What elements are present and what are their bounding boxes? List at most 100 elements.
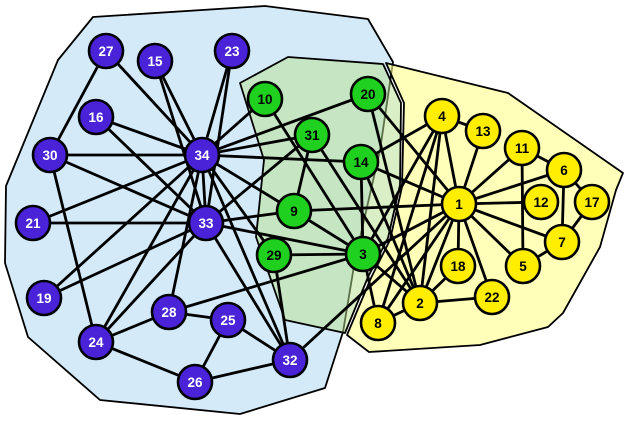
node-12[interactable]: 12 (522, 183, 560, 221)
edge-5-11 (520, 146, 525, 268)
edge-1-32 (288, 202, 461, 362)
node-4[interactable]: 4 (423, 97, 461, 135)
node-circle-31[interactable] (293, 116, 331, 154)
node-circle-15[interactable] (136, 42, 174, 80)
node-13[interactable]: 13 (464, 112, 502, 150)
node-11[interactable]: 11 (503, 129, 541, 167)
node-circle-14[interactable] (342, 143, 380, 181)
node-circle-20[interactable] (349, 75, 387, 113)
edge-1-8 (376, 202, 461, 325)
node-33[interactable]: 33 (187, 204, 225, 242)
node-22[interactable]: 22 (473, 278, 511, 316)
node-circle-18[interactable] (439, 247, 477, 285)
node-28[interactable]: 28 (150, 293, 188, 331)
node-32[interactable]: 32 (271, 341, 309, 379)
edge-15-33 (153, 59, 208, 225)
edge-3-4 (361, 114, 444, 256)
edge-28-34 (167, 153, 204, 314)
node-15[interactable]: 15 (136, 42, 174, 80)
node-16[interactable]: 16 (77, 98, 115, 136)
edge-1-6 (457, 168, 566, 206)
node-29[interactable]: 29 (255, 236, 293, 274)
node-6[interactable]: 6 (545, 151, 583, 189)
node-circle-16[interactable] (77, 98, 115, 136)
edge-24-34 (94, 153, 204, 344)
node-24[interactable]: 24 (77, 323, 115, 361)
node-5[interactable]: 5 (504, 247, 542, 285)
node-circle-24[interactable] (77, 323, 115, 361)
edge-24-30 (48, 153, 98, 344)
edge-20-34 (200, 92, 370, 157)
node-circle-27[interactable] (87, 32, 125, 70)
node-circle-8[interactable] (359, 304, 397, 342)
edge-19-34 (42, 153, 204, 300)
edge-27-34 (104, 49, 204, 157)
node-25[interactable]: 25 (209, 301, 247, 339)
node-circle-21[interactable] (14, 204, 52, 242)
node-circle-2[interactable] (401, 284, 439, 322)
node-circle-17[interactable] (573, 183, 611, 221)
edge-14-34 (200, 153, 363, 164)
node-circle-13[interactable] (464, 112, 502, 150)
node-circle-33[interactable] (187, 204, 225, 242)
node-2[interactable]: 2 (401, 284, 439, 322)
node-circle-1[interactable] (440, 185, 478, 223)
node-circle-10[interactable] (246, 80, 284, 118)
node-circle-32[interactable] (271, 341, 309, 379)
edge-1-20 (366, 92, 461, 206)
node-circle-34[interactable] (183, 136, 221, 174)
node-20[interactable]: 20 (349, 75, 387, 113)
edge-21-34 (31, 153, 204, 225)
edge-30-33 (48, 153, 208, 225)
node-18[interactable]: 18 (439, 247, 477, 285)
node-19[interactable]: 19 (25, 279, 63, 317)
edge-31-34 (200, 133, 314, 157)
node-1[interactable]: 1 (440, 185, 478, 223)
node-3[interactable]: 3 (344, 235, 382, 273)
node-circle-11[interactable] (503, 129, 541, 167)
node-circle-6[interactable] (545, 151, 583, 189)
edge-32-33 (204, 221, 292, 362)
edge-3-28 (167, 252, 365, 314)
node-circle-4[interactable] (423, 97, 461, 135)
node-circle-19[interactable] (25, 279, 63, 317)
edge-27-30 (48, 49, 108, 157)
node-10[interactable]: 10 (246, 80, 284, 118)
node-7[interactable]: 7 (543, 223, 581, 261)
edge-32-34 (200, 153, 292, 362)
node-circle-12[interactable] (522, 183, 560, 221)
node-circle-25[interactable] (209, 301, 247, 339)
node-14[interactable]: 14 (342, 143, 380, 181)
node-circle-9[interactable] (275, 192, 313, 230)
edge-2-4 (418, 114, 444, 305)
edge-16-34 (94, 115, 204, 157)
node-27[interactable]: 27 (87, 32, 125, 70)
node-30[interactable]: 30 (31, 136, 69, 174)
node-34[interactable]: 34 (183, 136, 221, 174)
node-circle-28[interactable] (150, 293, 188, 331)
node-26[interactable]: 26 (176, 363, 214, 401)
node-circle-3[interactable] (344, 235, 382, 273)
edge-29-34 (200, 153, 276, 257)
node-circle-26[interactable] (176, 363, 214, 401)
edge-4-8 (376, 114, 444, 325)
node-circle-29[interactable] (255, 236, 293, 274)
node-8[interactable]: 8 (359, 304, 397, 342)
edge-16-33 (94, 115, 208, 225)
node-circle-30[interactable] (31, 136, 69, 174)
node-circle-23[interactable] (213, 32, 251, 70)
edge-23-33 (204, 49, 234, 225)
node-17[interactable]: 17 (573, 183, 611, 221)
node-31[interactable]: 31 (293, 116, 331, 154)
node-circle-7[interactable] (543, 223, 581, 261)
community-hull-yellow (346, 62, 624, 353)
edge-2-31 (310, 133, 422, 305)
edge-19-33 (42, 221, 208, 300)
node-9[interactable]: 9 (275, 192, 313, 230)
node-circle-5[interactable] (504, 247, 542, 285)
node-21[interactable]: 21 (14, 204, 52, 242)
node-circle-22[interactable] (473, 278, 511, 316)
node-23[interactable]: 23 (213, 32, 251, 70)
